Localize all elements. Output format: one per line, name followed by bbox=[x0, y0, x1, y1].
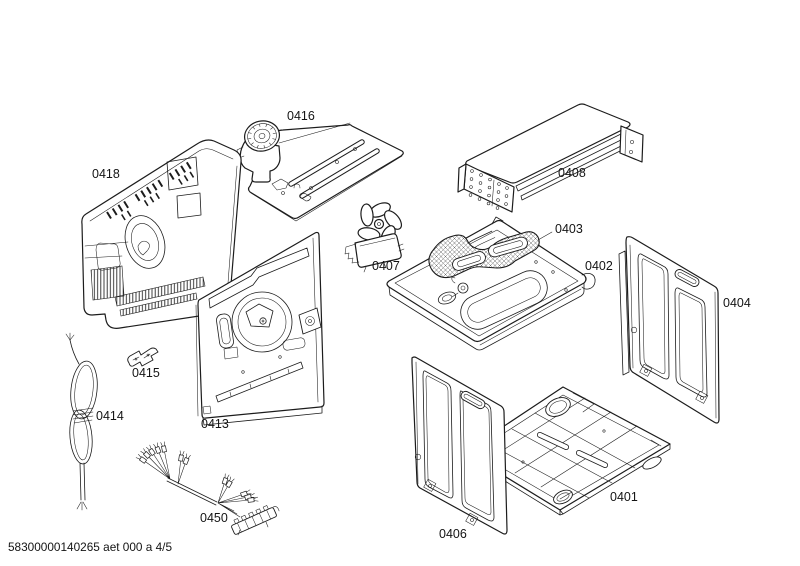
part-0418-label: 0418 bbox=[92, 167, 120, 181]
part-0416-label: 0416 bbox=[287, 109, 315, 123]
part-0413-rear-panel bbox=[195, 231, 325, 426]
part-0408-support-bracket bbox=[457, 103, 644, 213]
part-0404-label: 0404 bbox=[723, 296, 751, 310]
terminal-block bbox=[231, 505, 280, 535]
part-0402-label: 0402 bbox=[585, 259, 613, 273]
part-0401-base-panel bbox=[464, 386, 671, 516]
part-0414-label: 0414 bbox=[96, 409, 124, 423]
document-code: 58300000140265 aet 000 a 4/5 bbox=[8, 540, 172, 554]
part-0407-fan-motor bbox=[344, 202, 405, 273]
blower-grille bbox=[233, 120, 281, 183]
part-0414-power-cord-coil bbox=[65, 332, 98, 511]
part-0407-label: 0407 bbox=[372, 259, 400, 273]
part-0406-side-panel-left bbox=[411, 356, 508, 535]
part-0403-label: 0403 bbox=[555, 222, 583, 236]
part-0415-label: 0415 bbox=[132, 366, 160, 380]
part-0416-top-duct-panel bbox=[233, 120, 404, 222]
leader-line-0403 bbox=[537, 231, 553, 241]
part-0401-label: 0401 bbox=[610, 490, 638, 504]
part-0406-label: 0406 bbox=[439, 527, 467, 541]
part-0404-side-panel-right bbox=[618, 236, 720, 424]
part-0415-mounting-clip bbox=[127, 347, 159, 367]
part-0450-label: 0450 bbox=[200, 511, 228, 525]
part-0450-wiring-harness bbox=[135, 441, 280, 536]
part-0402-oven-panel bbox=[386, 216, 596, 351]
part-0418-back-cover-panel bbox=[81, 139, 242, 329]
part-0408-label: 0408 bbox=[558, 166, 586, 180]
part-0403-insulation-pad bbox=[428, 231, 553, 279]
part-0413-label: 0413 bbox=[201, 417, 229, 431]
